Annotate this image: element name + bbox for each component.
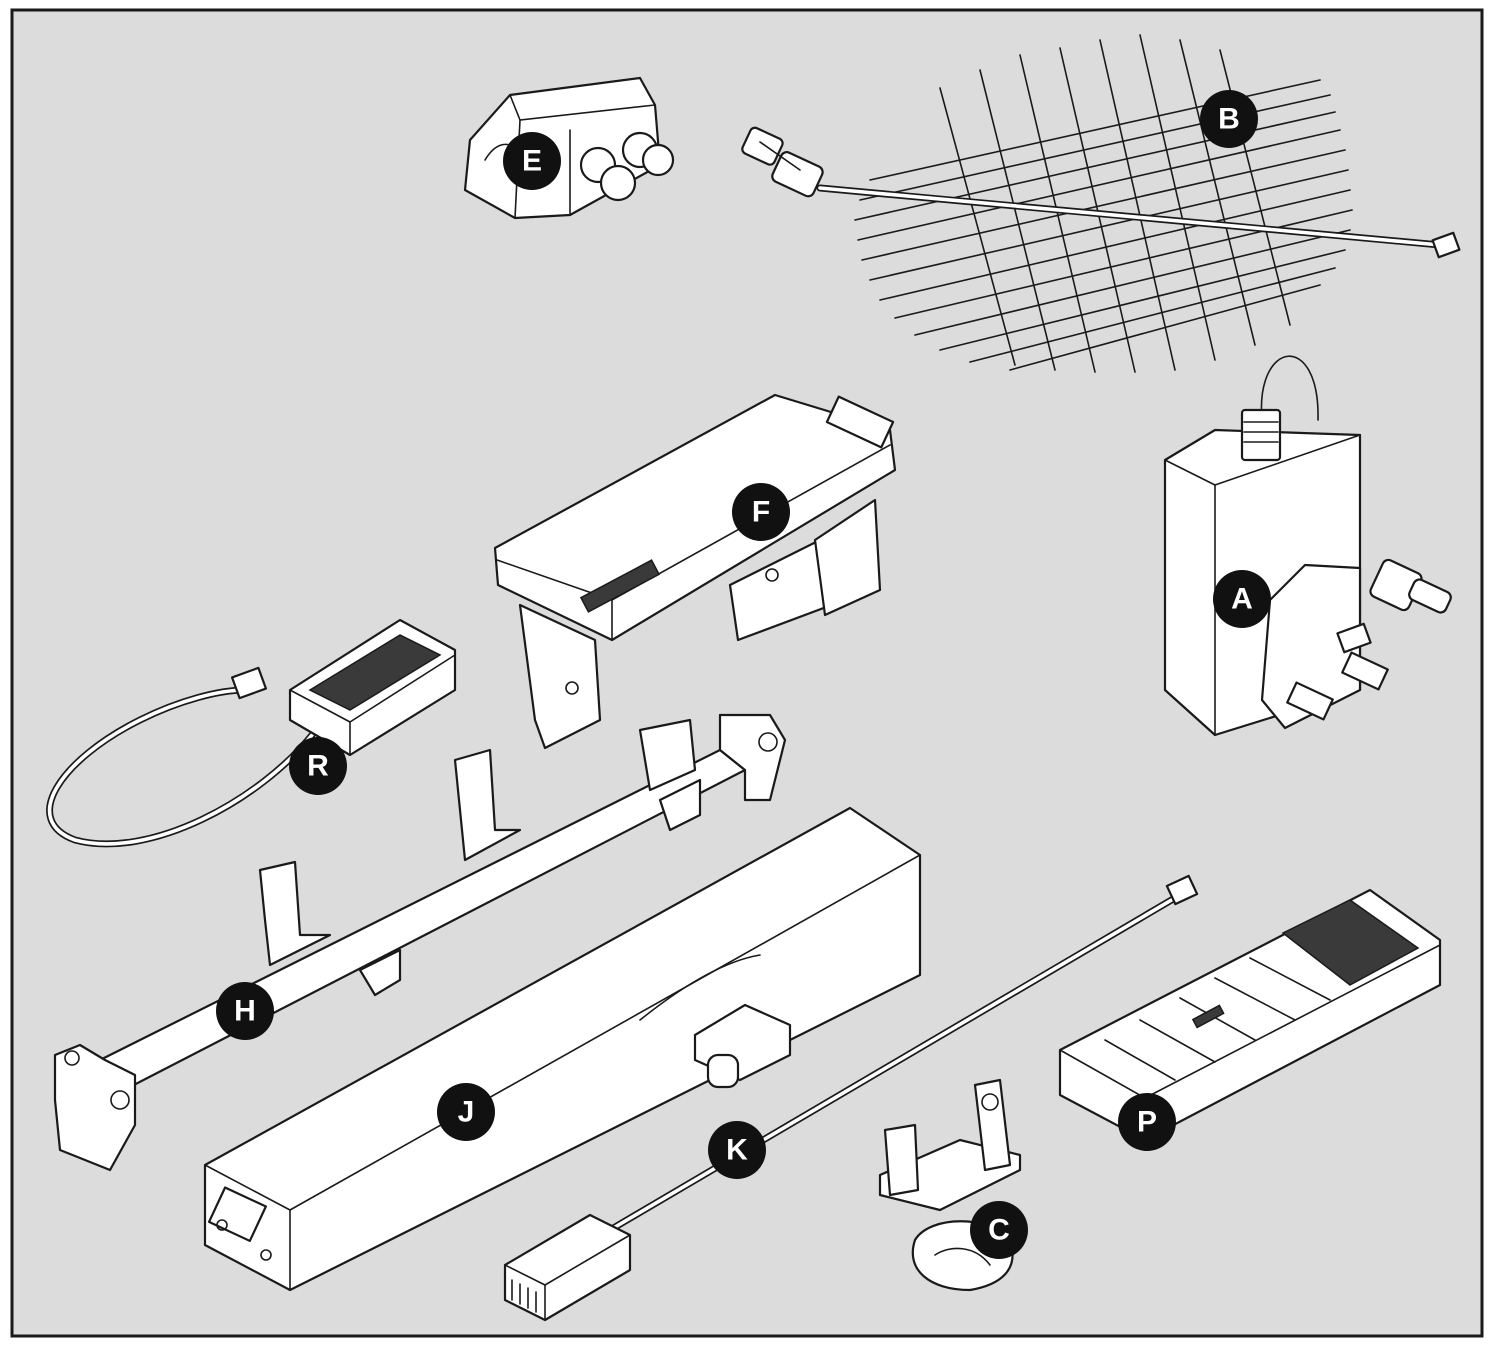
part-k-data-cable (503, 874, 1199, 1322)
label-j: J (458, 1096, 475, 1129)
label-e: E (522, 145, 542, 178)
label-f: F (752, 496, 770, 529)
part-f-receiver-box (493, 393, 897, 750)
label-badge-h: H (216, 982, 274, 1040)
label-badge-a: A (1213, 570, 1271, 628)
label-a: A (1231, 583, 1253, 616)
label-badge-r: R (289, 737, 347, 795)
part-j-motor-unit (203, 806, 922, 1292)
label-badge-b: B (1200, 90, 1258, 148)
part-r-sensor (46, 618, 457, 848)
label-c: C (988, 1214, 1010, 1247)
part-b-coiled-cable (741, 34, 1461, 373)
label-b: B (1218, 103, 1240, 136)
label-k: K (726, 1134, 748, 1167)
label-badge-f: F (732, 483, 790, 541)
label-h: H (234, 995, 256, 1028)
part-p-remote (1058, 888, 1442, 1142)
label-badge-j: J (437, 1083, 495, 1141)
part-c-clip (878, 1078, 1022, 1292)
label-badge-c: C (970, 1201, 1028, 1259)
label-badge-e: E (503, 132, 561, 190)
label-badge-k: K (708, 1121, 766, 1179)
label-p: P (1137, 1106, 1157, 1139)
label-r: R (307, 750, 329, 783)
label-badge-p: P (1118, 1093, 1176, 1151)
